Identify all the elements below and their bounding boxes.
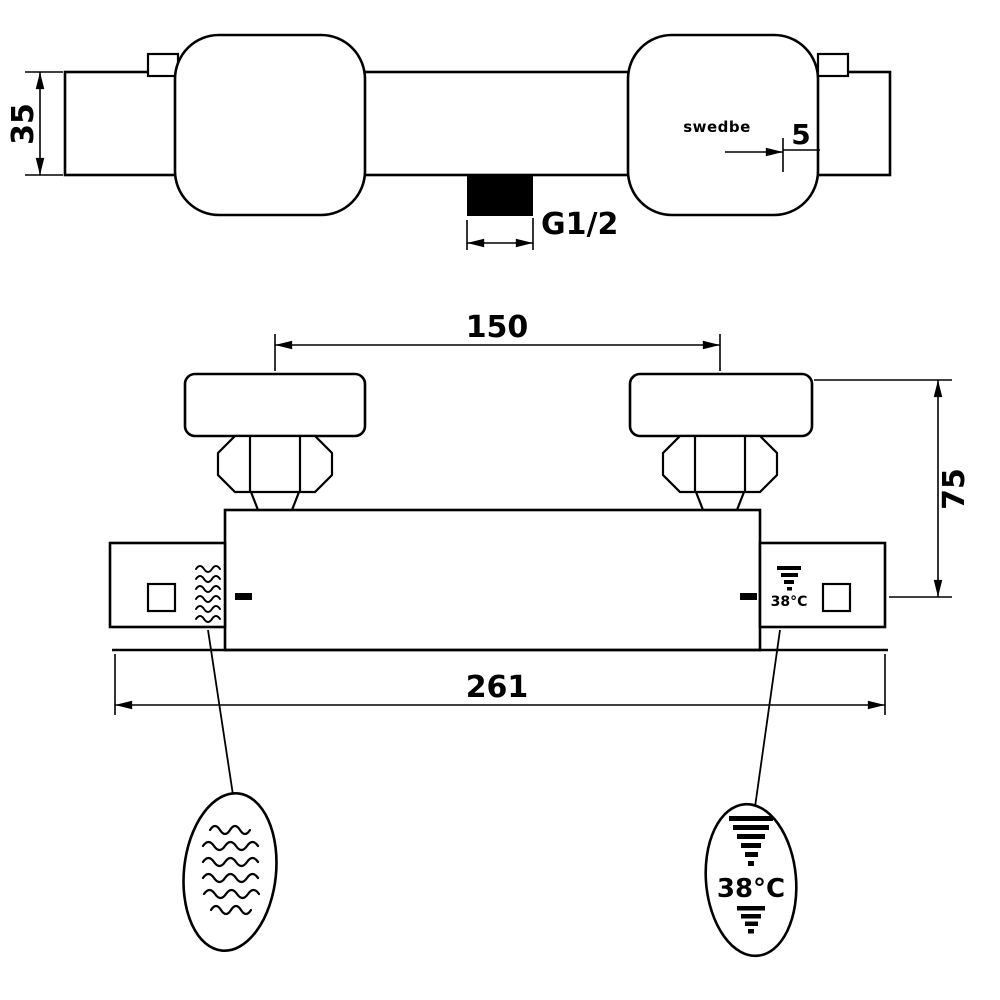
dimension-35: 35: [6, 71, 63, 176]
temp-bar: [729, 816, 773, 821]
temp-bar: [741, 914, 761, 919]
brand-label: swedbe: [683, 118, 751, 136]
wave-line: [195, 575, 221, 583]
handle-left-button: [146, 582, 177, 613]
wave-line: [195, 605, 221, 613]
water-flow-wave-icon: [201, 824, 261, 916]
wall-union-right: [628, 372, 814, 438]
nut-outline: [661, 434, 779, 494]
nut-neck-line: [694, 491, 705, 511]
dim-label-75: 75: [937, 468, 972, 510]
temp-bar: [748, 861, 754, 866]
wave-line: [195, 565, 221, 573]
nut-outline: [216, 434, 334, 494]
dimension-g12: G1/2: [466, 207, 618, 250]
wave-line: [195, 615, 221, 623]
faucet-body: [223, 508, 762, 652]
dim-label-261: 261: [466, 670, 529, 705]
water-flow-wave-icon: [195, 565, 221, 623]
handle-temp-label: 38°C: [771, 594, 808, 610]
temperature-limit-icon: 38°C: [771, 566, 808, 610]
index-mark-left: [235, 593, 252, 600]
wave-line: [201, 840, 260, 852]
outlet-thread: [467, 175, 533, 216]
temp-bar: [748, 929, 754, 934]
wave-line: [208, 824, 252, 836]
mounting-tab-left: [146, 52, 180, 78]
callout-left: [182, 629, 278, 953]
escutcheon-right: [626, 33, 820, 217]
index-mark-right: [740, 593, 757, 600]
temp-bar: [787, 587, 792, 591]
escutcheon-left: [173, 33, 367, 217]
hex-nut-right: [661, 434, 779, 511]
nut-neck-line: [735, 491, 746, 511]
front-view: 150: [108, 310, 972, 715]
temp-bar: [745, 921, 758, 926]
dimension-261: 261: [114, 654, 886, 715]
temp-bar: [741, 843, 761, 848]
temp-bar: [777, 566, 801, 570]
hex-nut-left: [216, 434, 334, 511]
callout-temp-label: 38°C: [717, 874, 785, 904]
callout-balloon-right: [704, 802, 798, 958]
wave-line: [195, 595, 221, 603]
wave-line: [202, 888, 261, 900]
wave-line: [201, 872, 260, 884]
dim-label-35: 35: [6, 103, 41, 145]
nut-neck-line: [290, 491, 301, 511]
handle-right-button: [821, 582, 852, 613]
temp-bar: [781, 573, 798, 577]
temp-bar: [737, 834, 765, 839]
dimension-75: 75: [814, 379, 972, 598]
temp-bar: [737, 906, 765, 911]
nut-neck-line: [249, 491, 260, 511]
temp-bar: [784, 580, 794, 584]
wave-line: [209, 904, 253, 916]
mounting-tab-right: [816, 52, 850, 78]
callout-right: 38°C: [704, 629, 798, 958]
top-view: 35 swedbe 5 G1/2: [6, 33, 892, 250]
wall-union-left: [183, 372, 367, 438]
temperature-limit-icon: 38°C: [717, 816, 785, 934]
callout-leader-left: [207, 629, 234, 796]
temp-bar: [745, 852, 758, 857]
thread-label: G1/2: [541, 207, 618, 242]
callout-leader-right: [754, 629, 781, 808]
temp-bar: [733, 825, 769, 830]
callout-balloon-left: [182, 791, 278, 953]
wave-line: [201, 856, 260, 868]
dimension-5: 5: [725, 118, 820, 172]
dimension-150: 150: [274, 310, 721, 371]
dim-label-150: 150: [466, 310, 529, 345]
wave-line: [195, 585, 221, 593]
dim-label-5: 5: [791, 118, 810, 151]
